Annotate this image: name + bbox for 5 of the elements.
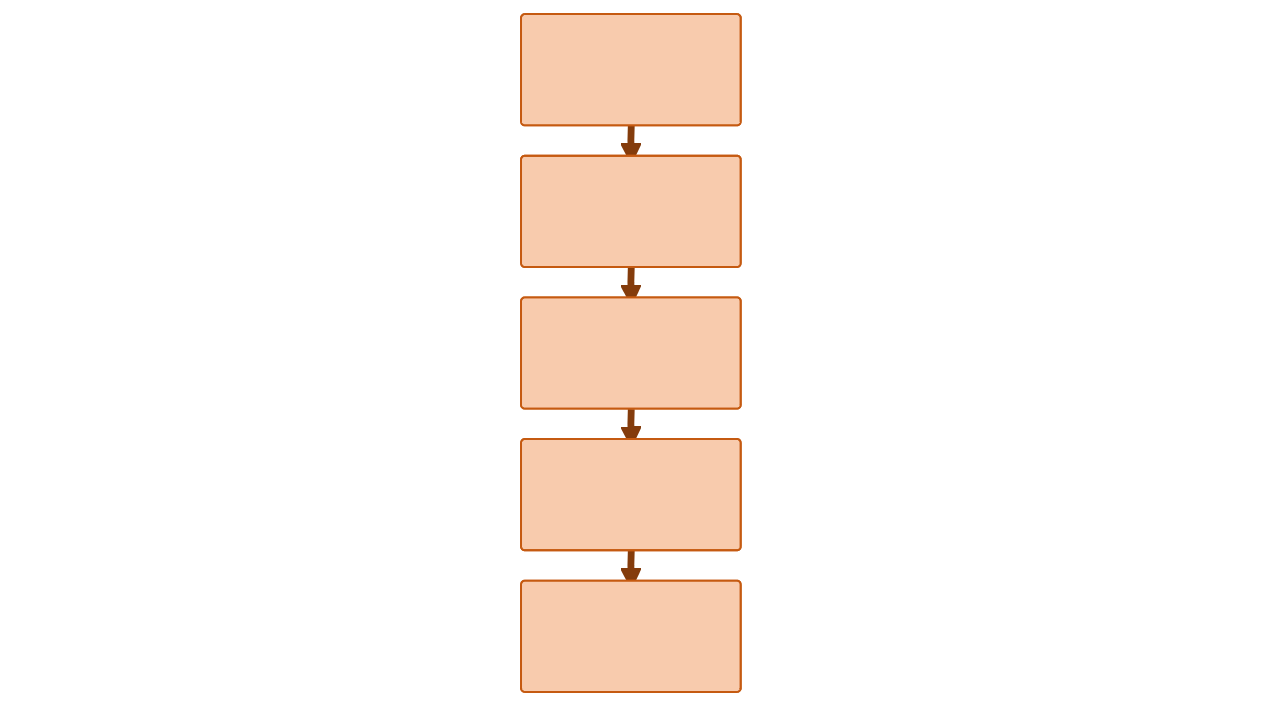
rounded-box <box>519 579 742 693</box>
rounded-box <box>519 437 742 551</box>
rounded-box <box>519 154 742 268</box>
rounded-box <box>519 295 742 410</box>
rounded-box <box>519 12 742 126</box>
